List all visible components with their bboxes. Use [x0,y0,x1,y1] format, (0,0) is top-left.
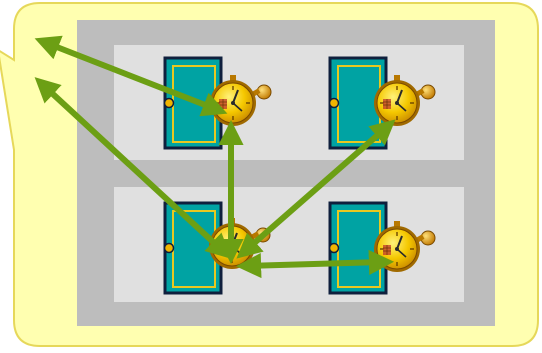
connection-arrow [236,119,396,259]
connection-arrow [235,249,395,279]
connection-arrow [34,77,232,259]
